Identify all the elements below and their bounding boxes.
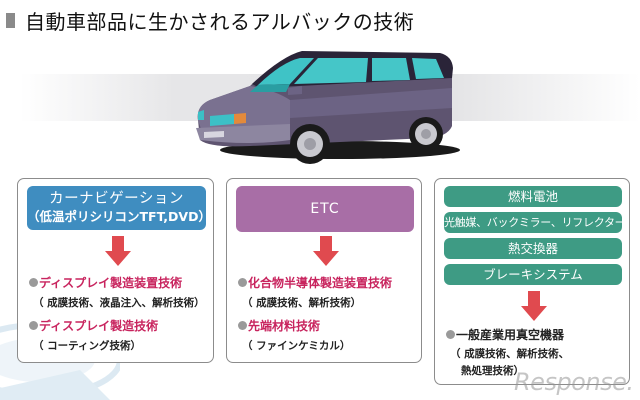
tech-item-detail: （ 成膜技術、液晶注入、解析技術） [33, 297, 205, 309]
bullet-icon [446, 330, 455, 339]
tech-item-detail: （ 成膜技術、解析技術） [242, 297, 362, 309]
header-line2: （低温ポリシリコンTFT,DVD） [27, 209, 211, 224]
tech-item-label: 先端材料技術 [248, 319, 321, 333]
watermark: Response. [514, 368, 634, 396]
pill-brake-system: ブレーキシステム [444, 264, 622, 285]
bullet-icon [29, 278, 38, 287]
tech-item-label: 化合物半導体製造装置技術 [248, 276, 393, 290]
tech-item: ディスプレイ製造技術 [29, 319, 158, 334]
bullet-icon [238, 278, 247, 287]
header-line1: カーナビゲーション [49, 191, 184, 207]
column-etc: ETC 化合物半導体製造装置技術 （ 成膜技術、解析技術） 先端材料技術 （ フ… [226, 178, 422, 363]
tech-item-detail: 熱処理技術） [461, 365, 524, 377]
tech-item: ディスプレイ製造装置技術 [29, 276, 182, 291]
tech-item: 化合物半導体製造装置技術 [238, 276, 392, 291]
tech-item-detail: （ コーティング技術） [33, 340, 142, 352]
tech-item-label: ディスプレイ製造技術 [39, 319, 159, 333]
down-arrow-icon [313, 236, 339, 266]
minivan-illustration-icon [196, 51, 460, 164]
bullet-icon [29, 321, 38, 330]
tech-item: 一般産業用真空機器 [446, 328, 564, 343]
tech-item-label: 一般産業用真空機器 [456, 328, 565, 342]
pill-photocatalyst: 光触媒、バックミラー、リフレクター [444, 212, 626, 233]
pill-heat-exchanger: 熱交換器 [444, 238, 622, 259]
column-car-navigation: カーナビゲーション （低温ポリシリコンTFT,DVD） ディスプレイ製造装置技術… [17, 178, 214, 363]
bullet-icon [238, 321, 247, 330]
header-etc: ETC [236, 186, 414, 232]
tech-item-detail: （ 成膜技術、解析技術、 [450, 348, 570, 360]
tech-item-detail: （ ファインケミカル） [242, 340, 351, 352]
tech-item-label: ディスプレイ製造装置技術 [39, 276, 183, 290]
page-title: 自動車部品に生かされるアルバックの技術 [6, 8, 415, 34]
column-industrial: 燃料電池 光触媒、バックミラー、リフレクター 熱交換器 ブレーキシステム 一般産… [434, 178, 630, 385]
title-text: 自動車部品に生かされるアルバックの技術 [25, 9, 415, 34]
title-square-icon [6, 12, 15, 28]
down-arrow-icon [521, 291, 547, 321]
pill-fuel-cell: 燃料電池 [444, 186, 622, 207]
tech-item: 先端材料技術 [238, 319, 320, 334]
header-car-navigation: カーナビゲーション （低温ポリシリコンTFT,DVD） [27, 186, 211, 230]
down-arrow-icon [105, 236, 131, 266]
